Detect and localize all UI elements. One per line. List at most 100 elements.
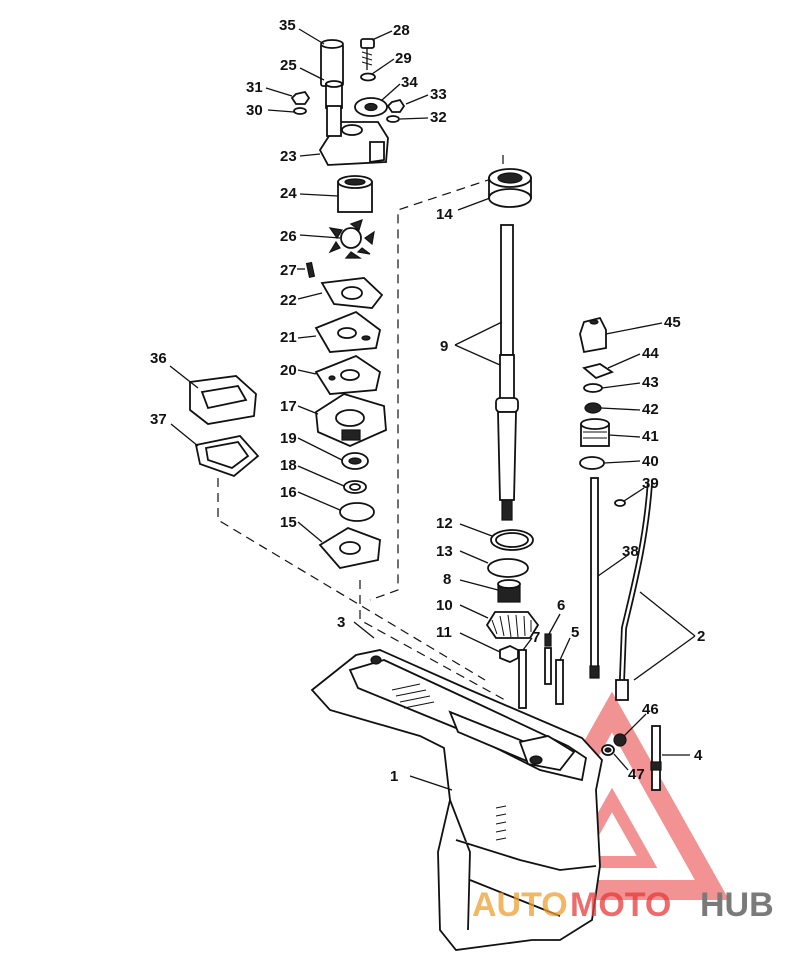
part-16-o-ring — [339, 502, 375, 522]
part-12-ring-inner — [495, 532, 529, 548]
callout-28: 28 — [393, 22, 410, 39]
watermark-text: AUTO MOTO HUB — [472, 886, 774, 924]
callout-14: 14 — [436, 206, 453, 223]
part-17-pump-base — [315, 393, 387, 447]
callout-44: 44 — [642, 345, 659, 362]
leader-lines — [169, 28, 696, 791]
part-1-gear-housing — [310, 649, 603, 951]
part-41-bushing — [580, 418, 610, 447]
part-27-key — [305, 261, 316, 278]
part-20-gasket — [314, 354, 382, 395]
watermark-text-auto: AUTO — [472, 886, 568, 924]
callout-45: 45 — [664, 314, 681, 331]
part-46-screw — [613, 733, 627, 747]
callout-17: 17 — [280, 398, 297, 415]
part-31-nut — [290, 90, 311, 105]
part-39-clip — [614, 499, 626, 507]
callout-2: 2 — [697, 628, 705, 645]
callout-42: 42 — [642, 401, 659, 418]
part-36-cover — [189, 375, 257, 425]
part-45-adapter — [579, 316, 607, 354]
callout-41: 41 — [642, 428, 659, 445]
callout-37: 37 — [150, 411, 167, 428]
callout-13: 13 — [436, 543, 453, 560]
watermark-text-moto: MOTO — [570, 886, 671, 924]
part-13-ring — [487, 558, 529, 578]
part-23-pump-housing — [318, 105, 389, 166]
callout-7: 7 — [532, 629, 540, 646]
callout-9: 9 — [440, 338, 448, 355]
callout-29: 29 — [395, 50, 412, 67]
part-35-tube — [320, 39, 344, 87]
callout-32: 32 — [430, 109, 447, 126]
callout-24: 24 — [280, 185, 297, 202]
callout-4: 4 — [694, 747, 703, 764]
callout-35: 35 — [279, 17, 296, 34]
callout-30: 30 — [246, 102, 263, 119]
callout-15: 15 — [280, 514, 297, 531]
part-9-drive-shaft — [495, 224, 519, 521]
callout-33: 33 — [430, 86, 447, 103]
callout-18: 18 — [280, 457, 297, 474]
part-8-needle-bearing — [497, 579, 521, 603]
part-30-washer — [293, 107, 307, 115]
part-42-nut — [584, 402, 602, 414]
assembly-guide-lines — [217, 155, 506, 701]
callout-11: 11 — [436, 624, 452, 641]
callout-47: 47 — [628, 766, 645, 783]
callout-5: 5 — [571, 624, 579, 641]
part-44-washer — [582, 363, 614, 380]
callout-38: 38 — [622, 543, 639, 560]
callout-39: 39 — [642, 475, 659, 492]
part-19-seal — [341, 452, 369, 470]
callout-31: 31 — [246, 79, 263, 96]
part-29-washer — [360, 72, 376, 82]
callout-12: 12 — [436, 515, 453, 532]
part-2-tube-end — [615, 679, 629, 701]
callout-25: 25 — [280, 57, 297, 74]
callout-10: 10 — [436, 597, 453, 614]
part-34-seal — [354, 97, 388, 117]
callout-22: 22 — [280, 292, 297, 309]
callout-6: 6 — [557, 597, 565, 614]
watermark-text-hub: HUB — [700, 886, 774, 924]
part-33-nut — [386, 98, 406, 113]
part-37-gasket — [194, 435, 260, 478]
part-7-stud — [518, 649, 527, 709]
part-14-bearing — [488, 168, 532, 208]
callout-40: 40 — [642, 453, 659, 470]
callout-46: 46 — [642, 701, 659, 718]
callout-27: 27 — [280, 262, 297, 279]
part-47-anode — [601, 744, 615, 756]
part-11-nut — [499, 645, 519, 663]
part-10-pinion-gear — [485, 611, 540, 639]
callout-43: 43 — [642, 374, 659, 391]
part-6-stud — [544, 633, 552, 685]
part-38-shift-shaft — [589, 477, 600, 679]
callout-1: 1 — [390, 768, 398, 785]
part-5-stud — [555, 659, 564, 705]
part-28-bolt — [360, 38, 375, 70]
part-24-impeller-insert — [337, 175, 373, 213]
part-40-o-ring — [579, 456, 605, 470]
callout-26: 26 — [280, 228, 297, 245]
callout-21: 21 — [280, 329, 297, 346]
part-15-gasket — [318, 527, 381, 569]
callout-16: 16 — [280, 484, 297, 501]
part-32-washer — [386, 115, 400, 123]
callout-34: 34 — [401, 74, 418, 91]
callout-20: 20 — [280, 362, 297, 379]
part-4-stud — [650, 725, 662, 791]
part-43-washer — [583, 383, 603, 393]
callout-19: 19 — [280, 430, 297, 447]
part-22-gasket — [320, 277, 384, 309]
part-21-plate — [314, 310, 382, 353]
part-25-sleeve — [325, 80, 343, 109]
callout-8: 8 — [443, 571, 451, 588]
part-18-ring — [343, 480, 367, 494]
callout-23: 23 — [280, 148, 297, 165]
guide-line-pump — [359, 580, 506, 701]
